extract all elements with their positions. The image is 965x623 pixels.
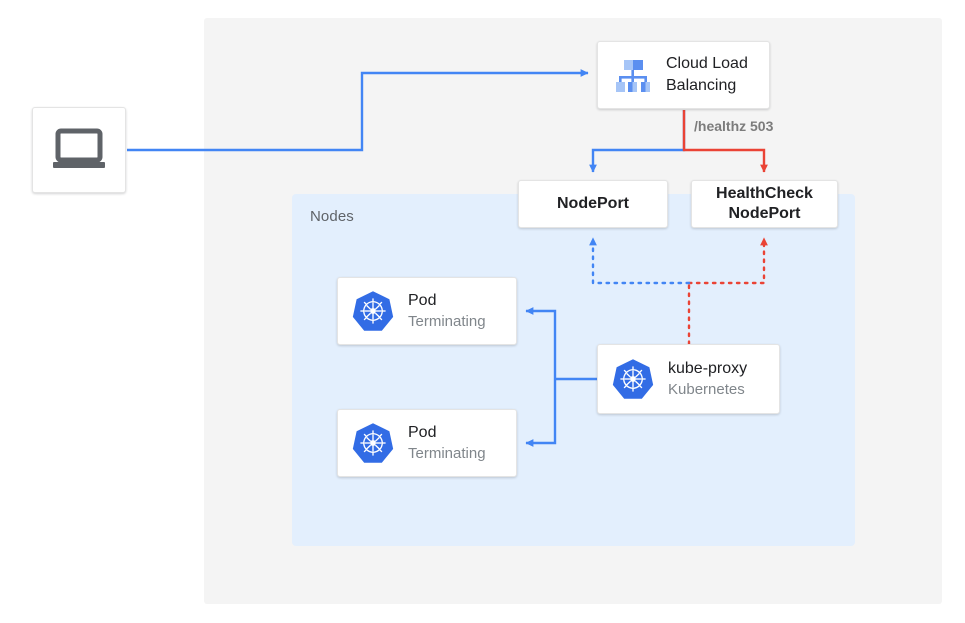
nodes-panel-label: Nodes xyxy=(310,208,354,225)
cloud-load-balancing-title-line2: Balancing xyxy=(666,77,737,94)
kube-proxy-subtitle: Kubernetes xyxy=(668,380,745,398)
cloud-load-balancing-label-group: Cloud Load Balancing xyxy=(666,53,748,96)
pod-node-2[interactable]: Pod Terminating xyxy=(337,409,517,477)
cloud-load-balancing-node[interactable]: Cloud Load Balancing xyxy=(597,41,770,109)
pod-title-1: Pod xyxy=(408,292,437,310)
kube-proxy-label-group: kube-proxy Kubernetes xyxy=(668,358,747,400)
kubernetes-icon xyxy=(352,422,394,464)
pod-label-group-1: Pod Terminating xyxy=(408,290,486,332)
kube-proxy-title: kube-proxy xyxy=(668,360,748,378)
healthcheck-nodeport-node[interactable]: HealthCheck NodePort xyxy=(691,180,838,228)
healthz-edge-label: /healthz 503 xyxy=(694,118,774,134)
kube-proxy-node[interactable]: kube-proxy Kubernetes xyxy=(597,344,780,414)
laptop-icon xyxy=(51,128,107,172)
healthcheck-nodeport-label-group: HealthCheck NodePort xyxy=(716,184,813,225)
healthcheck-nodeport-label-line2: NodePort xyxy=(728,205,801,222)
pod-node-1[interactable]: Pod Terminating xyxy=(337,277,517,345)
pod-label-group-2: Pod Terminating xyxy=(408,422,486,464)
pod-status-2: Terminating xyxy=(408,444,486,462)
nodeport-node[interactable]: NodePort xyxy=(518,180,668,228)
nodeport-label: NodePort xyxy=(557,194,629,212)
pod-status-1: Terminating xyxy=(408,312,486,330)
healthcheck-nodeport-label-line1: HealthCheck xyxy=(716,184,813,202)
cloud-load-balancing-title-line1: Cloud Load xyxy=(666,55,748,73)
kubernetes-icon xyxy=(612,358,654,400)
client-node[interactable] xyxy=(32,107,126,193)
pod-title-2: Pod xyxy=(408,424,437,442)
kubernetes-icon xyxy=(352,290,394,332)
cloud-load-balancing-icon xyxy=(610,53,654,97)
